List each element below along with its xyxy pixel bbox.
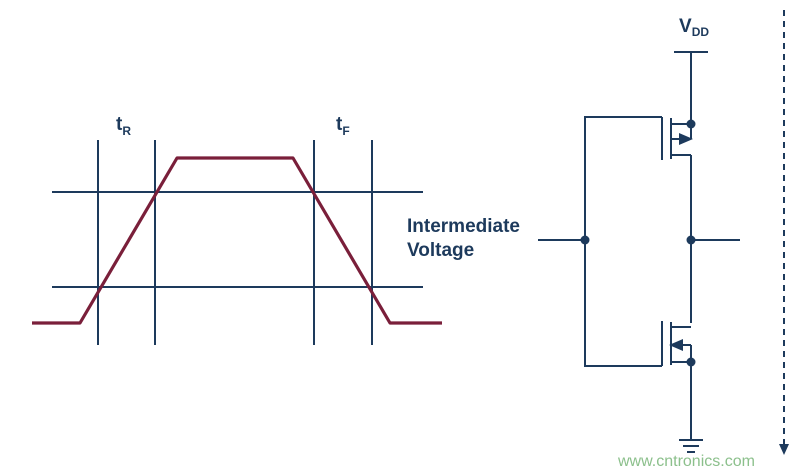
watermark-text: www.cntronics.com (617, 453, 755, 470)
pmos-arrow-icon (679, 133, 693, 145)
intermediate-voltage-label-line2: Voltage (407, 240, 474, 261)
dashed-arrow (779, 10, 789, 455)
intermediate-voltage-label-line1: Intermediate (407, 216, 520, 237)
rise-time-label: tR (116, 114, 131, 138)
pmos-gate-wire (584, 116, 662, 240)
nmos-transistor (661, 321, 691, 366)
vdd-label: VDD (679, 16, 709, 39)
pmos-transistor (661, 117, 693, 160)
nmos-gate-wire (584, 240, 662, 367)
signal-waveform (32, 156, 442, 325)
threshold-grid (52, 140, 423, 345)
nmos-arrow-icon (669, 339, 683, 351)
waveform-panel: tR tF (32, 114, 442, 345)
cmos-inverter-schematic (538, 51, 740, 453)
arrow-down-icon (779, 444, 789, 455)
ground-icon (679, 439, 703, 453)
fall-time-label: tF (336, 114, 350, 138)
